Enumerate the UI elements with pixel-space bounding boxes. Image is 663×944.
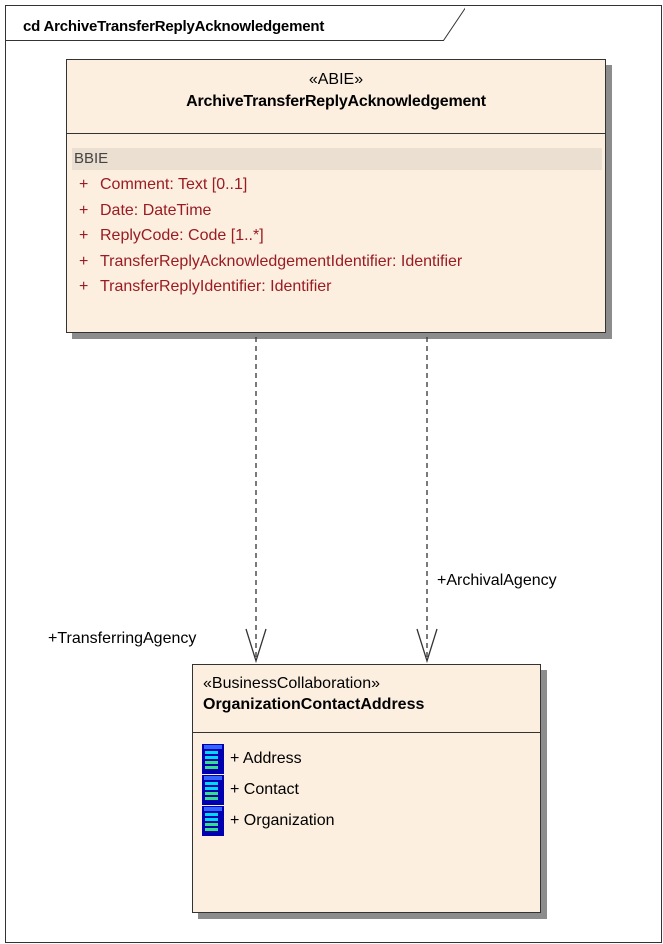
abie-class-stereotype: «ABIE»: [308, 71, 364, 88]
abie-class-name: ArchiveTransferReplyAcknowledgement: [186, 93, 486, 110]
attribute-text: TransferReplyIdentifier: Identifier: [100, 278, 332, 295]
part-icon: [202, 774, 224, 805]
transferring-agency-connector[interactable]: [245, 337, 267, 664]
attribute-visibility: +: [79, 252, 89, 270]
attribute-list: + Comment: Text [0..1] + Date: DateTime + R…: [67, 172, 605, 300]
transferring-agency-role-label: +TransferringAgency: [48, 630, 197, 647]
part-label: + Address: [230, 749, 302, 767]
target-class-box[interactable]: «BusinessCollaboration» OrganizationCont…: [192, 664, 541, 913]
part-row[interactable]: + Organization: [202, 805, 540, 836]
attribute-text: Date: DateTime: [100, 201, 212, 219]
bbie-section-label: BBIE: [72, 148, 602, 170]
attribute-row[interactable]: + TransferReplyIdentifier: Identifier: [67, 274, 605, 300]
attribute-text: TransferReplyAcknowledgementIdentifier: …: [100, 252, 463, 270]
frame-title: cd ArchiveTransferReplyAcknowledgement: [23, 18, 325, 35]
attribute-visibility: +: [79, 227, 89, 244]
attribute-visibility: +: [79, 201, 89, 219]
frame-tab-outline: [5, 7, 465, 41]
attribute-visibility: +: [79, 176, 89, 193]
part-row[interactable]: + Contact: [202, 774, 540, 805]
part-list: + Address + Contact: [202, 743, 540, 836]
abie-class-header: «ABIE» ArchiveTransferReplyAcknowledgeme…: [67, 60, 605, 134]
attribute-row[interactable]: + Comment: Text [0..1]: [67, 172, 605, 198]
attribute-text: ReplyCode: Code [1..*]: [100, 227, 264, 244]
part-icon: [202, 805, 224, 836]
target-class-stereotype: «BusinessCollaboration»: [203, 675, 380, 692]
attribute-row[interactable]: + Date: DateTime: [67, 198, 605, 224]
target-class-name: OrganizationContactAddress: [203, 696, 425, 713]
target-class-header: «BusinessCollaboration» OrganizationCont…: [193, 665, 540, 733]
part-row[interactable]: + Address: [202, 743, 540, 774]
part-icon: [202, 743, 224, 774]
part-label: + Organization: [230, 811, 335, 829]
attribute-visibility: +: [79, 278, 89, 295]
archival-agency-role-label: +ArchivalAgency: [437, 572, 557, 589]
abie-class-box[interactable]: «ABIE» ArchiveTransferReplyAcknowledgeme…: [66, 59, 606, 333]
archival-agency-connector[interactable]: [416, 337, 438, 664]
part-label: + Contact: [230, 780, 299, 798]
diagram-frame: [5, 5, 662, 943]
attribute-text: Comment: Text [0..1]: [100, 176, 248, 193]
attribute-row[interactable]: + ReplyCode: Code [1..*]: [67, 223, 605, 249]
attribute-row[interactable]: + TransferReplyAcknowledgementIdentifier:…: [67, 249, 605, 275]
